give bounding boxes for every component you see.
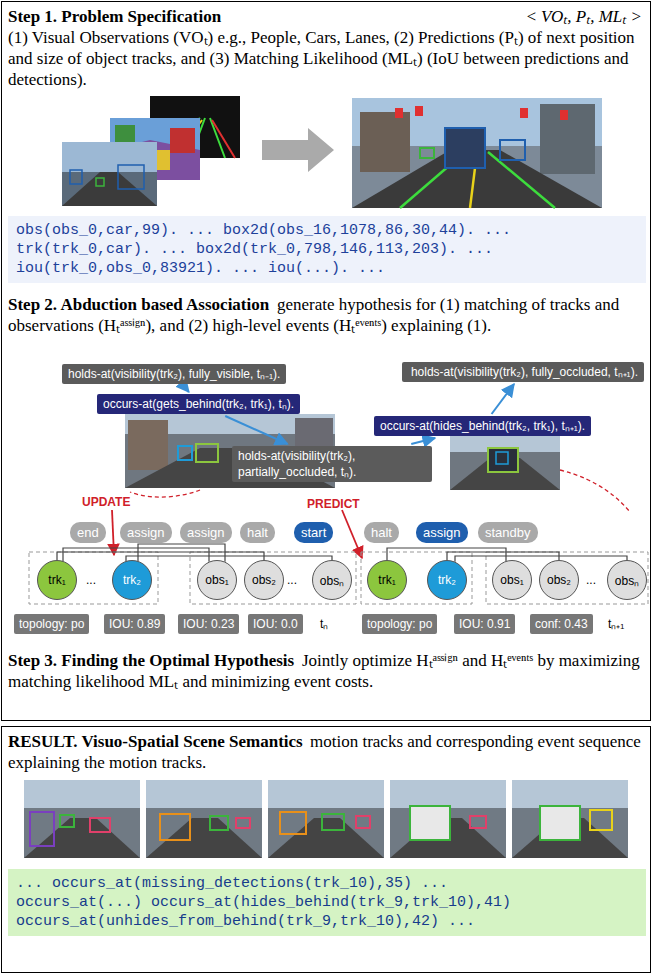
association-line [455,556,627,562]
section-text: (1) Visual Observations (VOₜ) e.g., Peop… [8,27,644,90]
relation-box: IOU: 0.23 [178,614,239,634]
node-text: trk₁ [378,573,395,587]
observation-node: obsₙ [312,560,352,600]
node-text: end [77,524,99,541]
section-text: motion tracks and corresponding event se… [8,731,644,773]
node-text: assign [423,524,461,541]
track-node: trk₁ [37,560,77,600]
track-node: trk₂ [427,560,467,600]
relation-box: conf: 0.43 [530,614,593,634]
section-heading: Step 2. Abduction based Association [8,294,269,315]
result-panel: RESULT. Visuo-Spatial Scene Semanticsmot… [1,726,651,973]
node-text: halt [247,524,268,541]
node-text: holds-at(visibility(trk₂), fully_visible… [68,366,280,382]
step-panel: Step 1. Problem Specification < VOₜ, Pₜ, … [1,1,651,721]
node-text: standby [485,524,531,541]
ellipsis: ... [287,572,297,588]
node-text: trk₁ [48,573,65,587]
hypothesis-pill: end [70,522,106,543]
relation-box: IOU: 0.91 [454,614,515,634]
node-text: trk(trk_0,car). ... box2d(trk_0,798,146,… [16,240,638,259]
fluent-box: holds-at(visibility(trk₂), partially_occ… [232,446,432,482]
fluent-box: holds-at(visibility(trk₂), fully_occlude… [402,362,644,382]
node-text: obs₁ [500,573,523,587]
relation-box: topology: po [362,614,437,634]
node-text: occurs_at(unhides_from_behind(trk_9,trk_… [16,912,638,931]
node-text: occurs-at(hides_behind(trk₂, trk₁), tₙ₊₁… [380,418,585,434]
hypothesis-pill: assign [120,522,172,543]
observation-node: obs₂ [244,560,284,600]
node-text: IOU: 0.0 [253,616,298,632]
node-text: topology: po [19,616,84,632]
section-text: Jointly optimize Hₜᵃˢˢⁱᵍⁿ and Hₜᵉᵛᵉⁿᵗˢ b… [8,650,644,692]
node-text: assign [127,524,165,541]
event-arrow [411,438,435,444]
node-text: start [301,524,326,541]
step-label: UPDATE [82,494,130,510]
relation-box: topology: po [14,614,89,634]
relation-box: IOU: 0.0 [248,614,303,634]
event-arrow [184,386,189,392]
track-node: trk₂ [112,560,152,600]
section-heading: RESULT. Visuo-Spatial Scene Semantics [8,731,303,752]
association-line [138,544,225,562]
node-text: obs(obs_0,car,99). ... box2d(obs_16,1078… [16,221,638,240]
event-box: occurs-at(gets_behind(trk₂, trk₁), tₙ). [97,394,300,414]
node-text: iou(trk_0,obs_0,83921). ... iou(...). ..… [16,259,638,278]
node-text: holds-at(visibility(trk₂), fully_occlude… [408,364,638,380]
track-node: trk₁ [367,560,407,600]
hypothesis-pill: halt [364,522,399,543]
hypothesis-pill: standby [478,522,538,543]
relation-box: IOU: 0.89 [104,614,165,634]
section-heading: Step 1. Problem Specification [8,6,221,27]
formula: < VOₜ, Pₜ, MLₜ > [525,6,642,27]
section-heading: Step 3. Finding the Optimal Hypothesis [8,650,294,671]
node-text: trk₂ [123,573,141,587]
node-text: assign [187,524,225,541]
node-text: obsₙ [615,572,639,589]
node-text: halt [371,524,392,541]
hypothesis-pill: halt [240,522,275,543]
node-text: obs₁ [205,573,228,587]
time-label: tₙ₊₁ [608,616,624,632]
step-label: PREDICT [307,496,360,512]
node-text: ... occurs_at(missing_detections(trk_10)… [16,874,638,893]
event-arrow [225,416,287,444]
event-arrow [492,384,514,414]
node-text: IOU: 0.89 [109,616,160,632]
hypothesis-pill: assign [416,522,468,543]
node-text: IOU: 0.23 [183,616,234,632]
observation-node: obsₙ [607,560,647,600]
time-label: tₙ [320,616,328,632]
node-text: obs₂ [252,573,276,587]
node-text: occurs_at(...) occurs_at(hides_behind(tr… [16,893,638,912]
ellipsis: ... [586,572,596,588]
ellipsis: ... [86,572,96,588]
node-text: topology: po [367,616,432,632]
node-text: IOU: 0.91 [459,616,510,632]
code-block: ... occurs_at(missing_detections(trk_10)… [8,869,646,936]
fluent-box: holds-at(visibility(trk₂), fully_visible… [62,364,286,384]
node-text: obsₙ [320,572,344,589]
hypothesis-pill: start [294,522,333,543]
node-text: holds-at(visibility(trk₂), partially_occ… [238,448,426,480]
observation-node: obs₂ [539,560,579,600]
observation-node: obs₁ [197,560,237,600]
association-line [126,556,332,561]
node-text: conf: 0.43 [535,616,588,632]
section-text: generate hypothesis for (1) matching of … [8,294,644,336]
event-box: occurs-at(hides_behind(trk₂, trk₁), tₙ₊₁… [374,416,591,436]
observation-node: obs₁ [492,560,532,600]
node-text: trk₂ [438,573,456,587]
node-text: obs₂ [547,573,571,587]
code-block: obs(obs_0,car,99). ... box2d(obs_16,1078… [8,216,646,283]
hypothesis-pill: assign [180,522,232,543]
node-text: occurs-at(gets_behind(trk₂, trk₁), tₙ). [103,396,294,412]
